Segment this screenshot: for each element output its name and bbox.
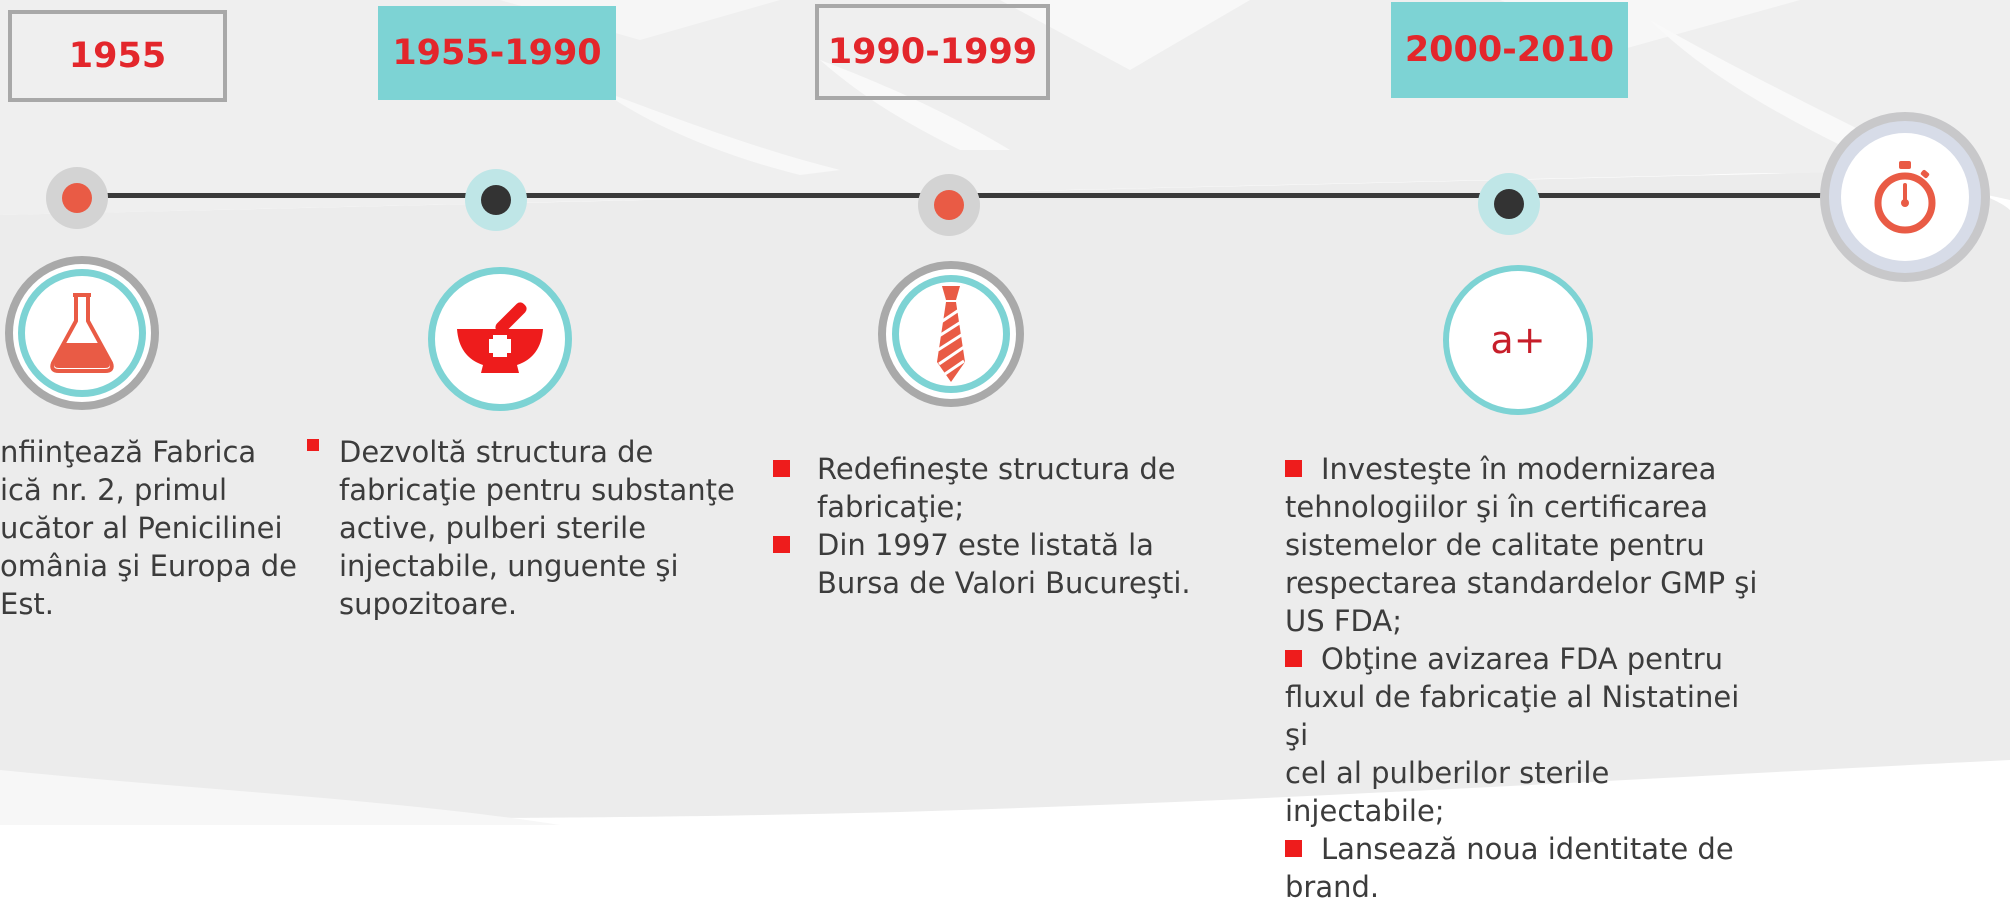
description-line: ică nr. 2, primul <box>0 473 228 507</box>
description-line: sistemelor de calitate pentru <box>1285 528 1705 562</box>
mortar-pestle-icon <box>457 302 543 373</box>
description-line: Investeşte în modernizarea <box>1321 452 1717 486</box>
bullet-marker <box>773 536 790 553</box>
tie-icon <box>937 286 965 382</box>
year-box-1955: 1955 <box>8 10 227 102</box>
description-1990-1999: Redefineşte structura de fabricaţie; Din… <box>773 450 1213 602</box>
description-line: injectabile, unguente şi <box>339 549 679 583</box>
year-box-1990-1999: 1990-1999 <box>815 4 1050 100</box>
description-line: ucător al Penicilinei <box>0 511 283 545</box>
bullet-marker <box>773 460 790 477</box>
description-1955: nfiinţează Fabrica ică nr. 2, primul ucă… <box>0 433 300 623</box>
bullet-marker <box>1285 460 1302 477</box>
icon-ring <box>892 275 1010 393</box>
description-line: supozitoare. <box>339 587 518 621</box>
bullet-item: Investeşte în modernizarea <box>1285 450 1765 488</box>
year-box-1955-1990: 1955-1990 <box>378 6 616 100</box>
description-1955-1990: Dezvoltă structura de fabricaţie pentru … <box>339 433 739 623</box>
description-line: fabricaţie pentru substanţe <box>339 473 735 507</box>
icon-circle-1955-1990 <box>428 267 572 411</box>
year-label: 1955 <box>68 36 167 76</box>
year-box-2000-2010: 2000-2010 <box>1391 2 1628 98</box>
timeline-node-1990-1999 <box>918 174 980 236</box>
description-line: Lansează noua identitate de <box>1321 832 1734 866</box>
year-label: 2000-2010 <box>1404 30 1615 70</box>
bullet-marker <box>1285 840 1302 857</box>
node-dot <box>481 185 511 215</box>
timeline-node-1955-1990 <box>465 169 527 231</box>
timeline-end-inner <box>1841 133 1969 261</box>
bullet-item: Din 1997 este listată la Bursa de Valori… <box>773 526 1213 602</box>
description-line: nfiinţează Fabrica <box>0 435 257 469</box>
description-2000-2010: Investeşte în modernizarea tehnologiilor… <box>1285 450 1765 906</box>
year-label: 1990-1999 <box>827 32 1038 72</box>
bullet-marker <box>1285 650 1302 667</box>
description-line: fluxul de fabricaţie al Nistatinei şi <box>1285 680 1740 752</box>
node-dot <box>934 190 964 220</box>
a-plus-icon: a+ <box>1490 318 1546 362</box>
timeline-node-1955 <box>46 167 108 229</box>
icon-circle-1955 <box>5 256 159 410</box>
timeline-node-2000-2010 <box>1478 173 1540 235</box>
description-line: omânia şi Europa de <box>0 549 297 583</box>
icon-circle-2000-2010: a+ <box>1443 265 1593 415</box>
node-dot <box>62 183 92 213</box>
description-line: Dezvoltă structura de <box>339 435 654 469</box>
description-line: respectarea standardelor GMP şi <box>1285 566 1758 600</box>
timeline-end-circle <box>1820 112 1990 282</box>
bullet-item: Redefineşte structura de fabricaţie; <box>773 450 1213 526</box>
description-line: cel al pulberilor sterile injectabile; <box>1285 756 1610 828</box>
stopwatch-icon <box>1874 161 1936 234</box>
bullet-item: Lansează noua identitate de <box>1285 830 1765 868</box>
bullet-marker <box>307 439 319 451</box>
node-dot <box>1494 189 1524 219</box>
description-line: Est. <box>0 587 55 621</box>
description-line: Obţine avizarea FDA pentru <box>1321 642 1724 676</box>
description-line: US FDA; <box>1285 604 1402 638</box>
bullet-item: Obţine avizarea FDA pentru <box>1285 640 1765 678</box>
year-label: 1955-1990 <box>392 33 602 73</box>
description-line: fabricaţie; <box>817 490 965 524</box>
icon-ring <box>18 269 146 397</box>
description-line: tehnologiilor şi în certificarea <box>1285 490 1709 524</box>
description-line: active, pulberi sterile <box>339 511 647 545</box>
description-line: Din 1997 este listată la <box>817 528 1154 562</box>
description-line: Redefineşte structura de <box>817 452 1176 486</box>
description-line: brand. <box>1285 870 1380 904</box>
flask-icon <box>50 293 114 373</box>
icon-circle-1990-1999 <box>878 261 1024 407</box>
description-line: Bursa de Valori Bucureşti. <box>817 566 1191 600</box>
